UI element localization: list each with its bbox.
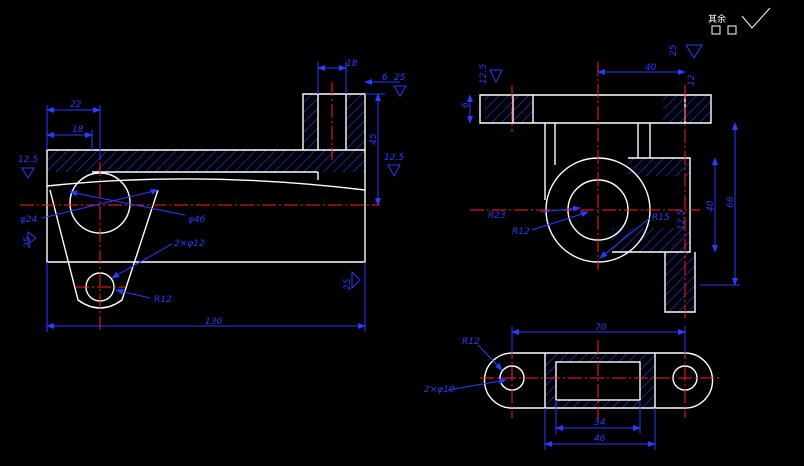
roughness-value: 12.5: [384, 153, 404, 163]
front-hatch-rail: [47, 150, 365, 172]
front-lug: [49, 189, 159, 309]
side-view: 40 6 12.5 12 40 66 R23 R12 R15 12.5: [461, 62, 740, 318]
roughness-value: 12.5: [677, 210, 687, 230]
dim-6: 6: [382, 73, 388, 83]
roughness-symbol-icon: [387, 164, 401, 178]
roughness-symbol-icon: [27, 231, 37, 245]
front-view: 22 18 18 6 25 45 12.5 12.5 25 25 130 φ24…: [18, 59, 407, 332]
side-hatch-left: [485, 95, 533, 123]
side-r23: R23: [488, 211, 506, 221]
top-r12: R12: [462, 337, 480, 347]
side-r12: R12: [512, 227, 530, 237]
roughness-value: 12.5: [18, 155, 38, 165]
side-dim-40v: 40: [706, 200, 716, 212]
top-dim-34: 34: [594, 418, 606, 428]
r12: R12: [154, 295, 172, 305]
holes-2xd10: 2×φ10: [424, 385, 455, 395]
side-dim-66: 66: [726, 196, 736, 208]
roughness-box-icon: [727, 25, 737, 35]
roughness-note-text: 其余: [708, 13, 726, 25]
roughness-symbol-icon: [393, 85, 407, 97]
roughness-symbol-icon: [685, 44, 703, 59]
general-roughness-note: 其余 25: [669, 7, 771, 59]
dim-45: 45: [369, 133, 379, 145]
top-view: 70 R12 2×φ10 34 46: [424, 323, 720, 450]
side-r15: R15: [652, 213, 670, 223]
side-dim-40: 40: [645, 63, 657, 73]
roughness-value: 25: [394, 73, 406, 83]
side-dim-12: 12: [687, 74, 697, 86]
top-dim-46: 46: [594, 434, 606, 444]
top-dim-70: 70: [595, 323, 607, 333]
side-dim-6: 6: [461, 102, 471, 108]
holes-2xd12: 2×φ12: [174, 239, 205, 249]
roughness-value: 25: [669, 44, 679, 56]
dim-22: 22: [70, 100, 82, 110]
roughness-box-icon: [711, 25, 721, 35]
dia-46: φ46: [188, 215, 206, 225]
roughness-value: 25: [23, 236, 33, 248]
side-hatch-right: [663, 95, 711, 123]
dia-24: φ24: [20, 215, 38, 225]
dim-130: 130: [205, 317, 222, 327]
dim-18: 18: [72, 125, 84, 135]
roughness-symbol-icon: [489, 69, 503, 84]
roughness-value: 12.5: [479, 64, 489, 84]
dim-18b: 18: [346, 59, 358, 69]
roughness-symbol-icon: [21, 167, 35, 179]
roughness-symbol-icon: [741, 7, 771, 29]
roughness-symbol-icon: [351, 270, 361, 290]
front-curve-edge: [46, 178, 366, 191]
roughness-value: 25: [343, 278, 353, 290]
side-top-plate: [479, 94, 712, 124]
